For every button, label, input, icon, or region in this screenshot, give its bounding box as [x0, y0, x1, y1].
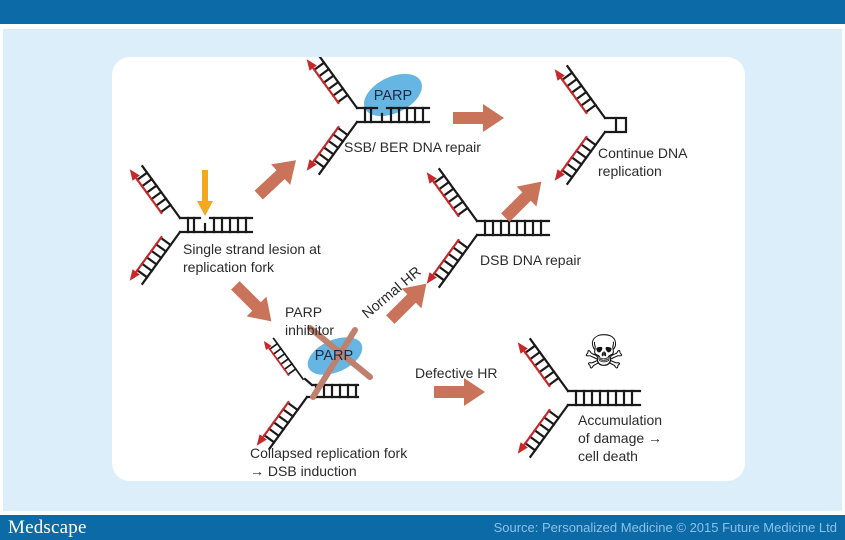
continue-replication-label: Continue DNA replication [598, 145, 688, 179]
lesion-label: Single strand lesion at replication fork [183, 240, 321, 276]
defective-hr-label: Defective HR [415, 365, 498, 381]
fork-collapsed [251, 325, 373, 454]
collapsed-fork-label: Collapsed replication fork → DSB inducti… [250, 445, 408, 479]
top-bar [0, 0, 845, 24]
footer-bar: Medscape Source: Personalized Medicine ©… [0, 515, 845, 540]
fork-lesion [126, 162, 254, 288]
parp-inhibitor-label: PARP inhibitor [285, 304, 335, 338]
parp-active-label: PARP [373, 88, 413, 104]
source-text: Source: Personalized Medicine © 2015 Fut… [493, 520, 837, 535]
lesion-label-line1: Single strand lesion at [183, 241, 321, 257]
skull-icon: ☠ [582, 325, 626, 379]
parp-ellipse-inhibited [307, 337, 363, 375]
accumulation-label: Accumulation of damage → cell death [578, 412, 663, 464]
diagram-panel: Single strand lesion at replication fork… [112, 57, 745, 481]
figure-background: Single strand lesion at replication fork… [3, 29, 842, 511]
parp-ellipse [364, 73, 422, 117]
dsb-repair-label: DSB DNA repair [480, 252, 582, 268]
arrow-ssb-to-continue [453, 104, 504, 132]
medscape-logo: Medscape [8, 516, 87, 538]
lesion-label-line2: replication fork [183, 259, 275, 275]
parp-pathway-diagram [112, 57, 642, 481]
arrow-defective-hr [434, 378, 485, 406]
parp-inhibited-label: PARP [314, 348, 354, 364]
arrow-dsb-to-continue [495, 171, 552, 228]
detached-strand [260, 334, 304, 388]
arrow-to-parp-inhibitor [225, 275, 282, 332]
ssb-ber-label: SSB/ BER DNA repair [344, 139, 481, 155]
lesion-arrow-icon [197, 170, 213, 216]
arrow-to-ssb-repair [249, 150, 306, 206]
inhibition-cross-icon [307, 325, 373, 400]
fork-parp-repair [303, 57, 431, 178]
